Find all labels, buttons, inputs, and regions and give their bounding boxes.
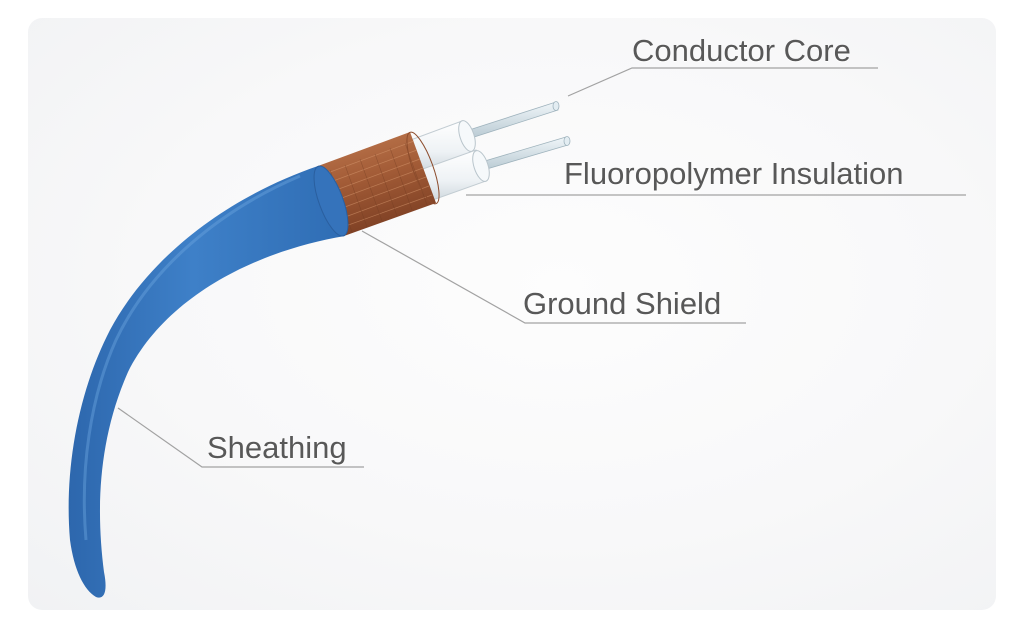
ground-shield (318, 131, 440, 236)
label-sheathing: Sheathing (207, 430, 347, 465)
sheathing (68, 165, 349, 598)
leader-line-conductor-core (567, 67, 878, 97)
leader-line-sheathing (117, 407, 364, 468)
label-conductor-core: Conductor Core (632, 33, 851, 68)
label-ground-shield: Ground Shield (523, 286, 722, 321)
leader-line-ground-shield (361, 230, 746, 324)
leader-lines (117, 67, 966, 468)
label-fluoropolymer-insulation: Fluoropolymer Insulation (564, 156, 904, 191)
